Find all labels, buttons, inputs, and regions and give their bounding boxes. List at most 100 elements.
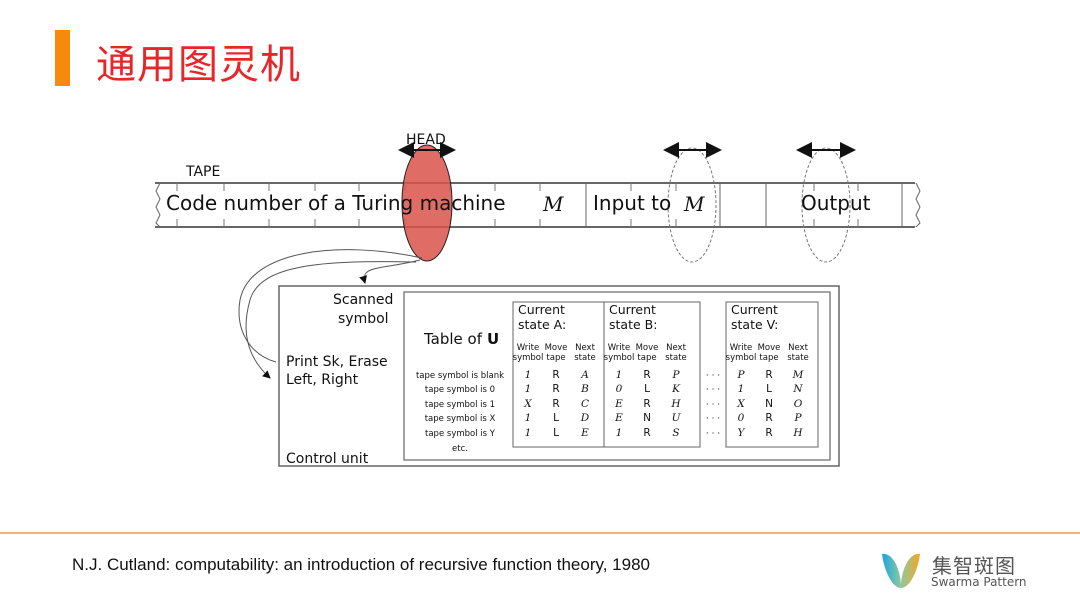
tape-input-text: Input to bbox=[593, 191, 671, 215]
table-cell: B bbox=[580, 383, 589, 395]
column-head: symbol bbox=[604, 353, 635, 363]
table-cell: 0 bbox=[738, 412, 745, 424]
table-cell: R bbox=[643, 369, 650, 381]
table-cell: E bbox=[614, 412, 623, 424]
table-cell: R bbox=[765, 427, 772, 439]
table-title-u: U bbox=[487, 330, 499, 348]
column-head: Next bbox=[788, 343, 808, 353]
title-accent-bar bbox=[55, 30, 70, 86]
table-cell: H bbox=[792, 427, 803, 439]
column-head: Write bbox=[730, 343, 752, 353]
table-cell: 1 bbox=[616, 427, 623, 439]
table-box bbox=[403, 291, 831, 461]
print-label: Print Sk, Erase bbox=[286, 354, 388, 370]
ellipsis: · · · bbox=[706, 400, 720, 410]
table-cell: L bbox=[644, 383, 650, 395]
ellipsis: · · · bbox=[706, 414, 720, 424]
input-head-ellipse bbox=[667, 147, 717, 263]
state-heading: Current bbox=[609, 302, 656, 317]
table-cell: R bbox=[765, 369, 772, 381]
column-head: tape bbox=[759, 353, 778, 363]
row-label: etc. bbox=[452, 444, 468, 454]
table-cell: K bbox=[671, 383, 681, 395]
table-cell: L bbox=[553, 427, 559, 439]
table-cell: E bbox=[580, 427, 589, 439]
table-cell: L bbox=[553, 412, 559, 424]
table-cell: 1 bbox=[525, 412, 532, 424]
column-head: Move bbox=[545, 343, 568, 353]
row-label: tape symbol is X bbox=[425, 414, 496, 424]
table-cell: L bbox=[766, 383, 772, 395]
column-head: symbol bbox=[726, 353, 757, 363]
scanned-label-2: symbol bbox=[338, 311, 389, 327]
universal-turing-machine-diagram: HEAD TAPE Code number of a Turing machin… bbox=[155, 132, 921, 467]
table-cell: U bbox=[672, 412, 682, 424]
column-head: state bbox=[787, 353, 809, 363]
table-cell: 0 bbox=[616, 383, 623, 395]
table-cell: C bbox=[581, 398, 589, 410]
state-heading: Current bbox=[518, 302, 565, 317]
row-label: tape symbol is Y bbox=[425, 429, 496, 439]
column-head: state bbox=[665, 353, 687, 363]
table-cell: R bbox=[765, 412, 772, 424]
table-cell: P bbox=[736, 369, 745, 381]
tape-m-symbol: M bbox=[542, 192, 564, 216]
table-cell: 1 bbox=[738, 383, 745, 395]
table-cell: Y bbox=[738, 427, 746, 439]
tape-output-text: Output bbox=[801, 191, 871, 215]
table-cell: 1 bbox=[525, 369, 532, 381]
column-head: Next bbox=[666, 343, 686, 353]
logo-text-en: Swarma Pattern bbox=[931, 575, 1027, 589]
table-cell: R bbox=[552, 369, 559, 381]
table-cell: N bbox=[792, 383, 803, 395]
column-head: state bbox=[574, 353, 596, 363]
feedback-curve bbox=[238, 249, 423, 363]
table-cell: 1 bbox=[525, 383, 532, 395]
table-cell: N bbox=[643, 412, 651, 424]
control-unit-label: Control unit bbox=[286, 451, 369, 467]
ellipsis: · · · bbox=[706, 371, 720, 381]
table-cell: X bbox=[736, 398, 745, 410]
column-head: tape bbox=[546, 353, 565, 363]
table-title: Table of bbox=[423, 330, 483, 348]
table-cell: R bbox=[643, 398, 650, 410]
output-head-ellipse bbox=[801, 147, 851, 263]
table-cell: R bbox=[643, 427, 650, 439]
table-cell: 1 bbox=[525, 427, 532, 439]
table-cell: P bbox=[793, 412, 802, 424]
citation: N.J. Cutland: computability: an introduc… bbox=[72, 555, 650, 574]
print-label-2: Left, Right bbox=[286, 372, 359, 388]
table-cell: M bbox=[792, 369, 804, 381]
slide-title: 通用图灵机 bbox=[96, 42, 301, 88]
column-head: Write bbox=[517, 343, 539, 353]
state-heading-name: state V: bbox=[731, 317, 778, 332]
table-cell: O bbox=[794, 398, 803, 410]
state-box bbox=[603, 301, 701, 448]
tape-label: TAPE bbox=[185, 164, 220, 180]
column-head: symbol bbox=[513, 353, 544, 363]
table-cell: R bbox=[552, 383, 559, 395]
table-cell: A bbox=[580, 369, 589, 381]
state-heading-name: state A: bbox=[518, 317, 566, 332]
row-label: tape symbol is 1 bbox=[425, 400, 495, 410]
table-cell: 1 bbox=[616, 369, 623, 381]
column-head: Move bbox=[758, 343, 781, 353]
print-arrow bbox=[245, 261, 417, 379]
column-head: Move bbox=[636, 343, 659, 353]
ellipsis: · · · bbox=[706, 429, 720, 439]
head-label: HEAD bbox=[406, 132, 446, 148]
row-label: tape symbol is blank bbox=[416, 371, 504, 381]
table-cell: D bbox=[580, 412, 590, 424]
table-cell: X bbox=[523, 398, 532, 410]
table-cell: E bbox=[614, 398, 623, 410]
logo-text-cn: 集智斑图 bbox=[932, 554, 1016, 578]
column-head: Write bbox=[608, 343, 630, 353]
scanned-arrow bbox=[359, 259, 421, 284]
column-head: Next bbox=[575, 343, 595, 353]
table-cell: P bbox=[671, 369, 680, 381]
ellipsis: · · · bbox=[706, 385, 720, 395]
table-cell: R bbox=[552, 398, 559, 410]
